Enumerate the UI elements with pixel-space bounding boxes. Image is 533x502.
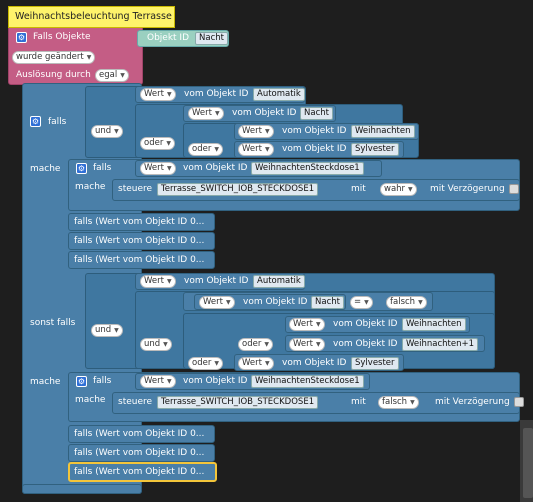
vom-objekt-label: vom Objekt ID	[184, 89, 249, 99]
or-dropdown[interactable]: oder▼	[238, 338, 273, 351]
wert-dropdown[interactable]: Wert▼	[140, 375, 176, 388]
objekt-id-weihnachten[interactable]: Weihnachten	[402, 318, 466, 331]
wert-dropdown[interactable]: Wert▼	[238, 143, 274, 156]
falls-label: falls	[93, 376, 112, 386]
wert-dropdown[interactable]: Wert▼	[188, 107, 224, 120]
vom-objekt-label: vom Objekt ID	[183, 163, 248, 173]
collapsed-if-block[interactable]	[68, 213, 215, 231]
gear-icon[interactable]: ⚙	[76, 376, 87, 387]
steuere-label: steuere	[118, 397, 153, 407]
collapsed-if-block[interactable]	[68, 444, 215, 462]
vom-objekt-label: vom Objekt ID	[183, 376, 248, 386]
wert-dropdown[interactable]: Wert▼	[238, 357, 274, 370]
wert-dropdown[interactable]: Wert▼	[289, 338, 325, 351]
falls-label: falls	[48, 117, 67, 127]
objekt-id-weihnachten-plus[interactable]: Weihnachten+1	[402, 338, 479, 351]
gear-icon[interactable]: ⚙	[76, 163, 87, 174]
vom-objekt-label: vom Objekt ID	[184, 276, 249, 286]
collapsed-if-label: falls (Wert vom Objekt ID 0...	[74, 448, 205, 458]
collapsed-if-block[interactable]	[68, 232, 215, 250]
objekt-id-label: Objekt ID	[147, 33, 190, 43]
and-dropdown[interactable]: und▼	[91, 125, 123, 138]
objekt-id-nacht[interactable]: Nacht	[311, 296, 344, 309]
collapsed-if-label: falls (Wert vom Objekt ID 0...	[74, 255, 205, 265]
vom-objekt-label: vom Objekt ID	[333, 319, 398, 329]
value-dropdown[interactable]: falsch▼	[386, 296, 427, 309]
vom-objekt-label: vom Objekt ID	[232, 108, 297, 118]
collapsed-if-label: falls (Wert vom Objekt ID 0...	[74, 429, 205, 439]
vom-objekt-label: vom Objekt ID	[282, 126, 347, 136]
objekt-id-automatik[interactable]: Automatik	[253, 275, 305, 288]
ausloesung-label: Auslösung durch	[16, 70, 91, 80]
and-dropdown[interactable]: und▼	[91, 324, 123, 337]
vom-objekt-label: vom Objekt ID	[243, 297, 308, 307]
ausloesung-dropdown[interactable]: egal▼	[95, 69, 129, 82]
mache-label: mache	[75, 395, 106, 405]
scrollbar-thumb[interactable]	[523, 428, 533, 498]
wert-dropdown[interactable]: Wert▼	[238, 125, 274, 138]
wert-dropdown[interactable]: Wert▼	[140, 162, 176, 175]
mache-label: mache	[30, 377, 61, 387]
or-dropdown[interactable]: oder▼	[188, 143, 223, 156]
verzoegerung-checkbox[interactable]	[509, 184, 519, 194]
gear-icon[interactable]: ⚙	[16, 32, 27, 43]
objekt-id-sylvester[interactable]: Sylvester	[351, 357, 399, 370]
verzoegerung-checkbox[interactable]	[514, 397, 524, 407]
switch-id[interactable]: Terrasse_SWITCH_IOB_STECKDOSE1	[157, 183, 319, 196]
objekt-id-automatik[interactable]: Automatik	[253, 88, 305, 101]
vom-objekt-label: vom Objekt ID	[333, 339, 398, 349]
collapsed-if-block[interactable]	[68, 251, 215, 269]
wert-dropdown[interactable]: Wert▼	[140, 275, 176, 288]
collapsed-if-label: falls (Wert vom Objekt ID 0...	[74, 467, 205, 477]
operator-dropdown[interactable]: =▼	[350, 296, 373, 309]
collapsed-if-label: falls (Wert vom Objekt ID 0...	[74, 217, 205, 227]
falls-objekte-label: Falls Objekte	[33, 32, 91, 42]
gear-icon[interactable]: ⚙	[30, 116, 41, 127]
objekt-id-sylvester[interactable]: Sylvester	[351, 143, 399, 156]
falls-label: falls	[93, 163, 112, 173]
vom-objekt-label: vom Objekt ID	[282, 144, 347, 154]
steuere-label: steuere	[118, 184, 153, 194]
sonst-falls-label: sonst falls	[30, 318, 76, 328]
or-dropdown[interactable]: oder▼	[140, 137, 175, 150]
objekt-id-nacht[interactable]: Nacht	[300, 107, 333, 120]
outer-if-bottom	[22, 484, 142, 494]
mit-label: mit	[351, 184, 366, 194]
wert-dropdown[interactable]: Wert▼	[199, 296, 235, 309]
collapsed-if-block-selected[interactable]	[68, 462, 217, 482]
vom-objekt-label: vom Objekt ID	[282, 358, 347, 368]
value-dropdown[interactable]: wahr▼	[380, 183, 417, 196]
mache-label: mache	[75, 182, 106, 192]
and-dropdown[interactable]: und▼	[140, 338, 172, 351]
wert-dropdown[interactable]: Wert▼	[140, 88, 176, 101]
mit-label: mit	[351, 397, 366, 407]
trigger-dropdown[interactable]: wurde geändert▼	[12, 51, 96, 64]
mit-verzoegerung-label: mit Verzögerung	[430, 184, 505, 194]
mit-verzoegerung-label: mit Verzögerung	[435, 397, 510, 407]
mache-label: mache	[30, 164, 61, 174]
objekt-id-steckdose[interactable]: WeihnachtenSteckdose1	[251, 162, 364, 175]
objekt-id-value[interactable]: Nacht	[195, 32, 228, 45]
or-dropdown[interactable]: oder▼	[188, 357, 223, 370]
wert-dropdown[interactable]: Wert▼	[289, 318, 325, 331]
script-title[interactable]: Weihnachtsbeleuchtung Terrasse	[8, 6, 175, 28]
collapsed-if-label: falls (Wert vom Objekt ID 0...	[74, 236, 205, 246]
objekt-id-steckdose[interactable]: WeihnachtenSteckdose1	[251, 375, 364, 388]
objekt-id-weihnachten[interactable]: Weihnachten	[351, 125, 415, 138]
switch-id[interactable]: Terrasse_SWITCH_IOB_STECKDOSE1	[157, 396, 319, 409]
value-dropdown[interactable]: falsch▼	[378, 396, 419, 409]
collapsed-if-block[interactable]	[68, 425, 215, 443]
